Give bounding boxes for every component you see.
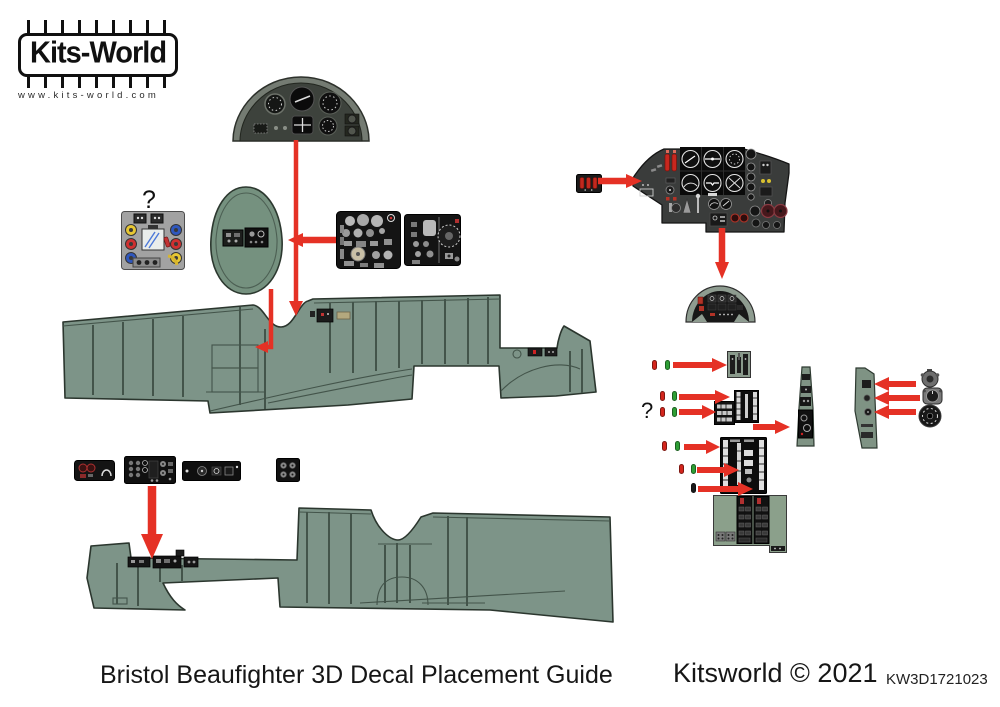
fuselage-stringers-lower	[116, 512, 468, 606]
arrow-instrument-top-to-console	[874, 377, 916, 391]
right-wing-details	[759, 160, 773, 207]
arrow-pills-to-throttle-top	[684, 440, 720, 454]
footer-brand: Kitsworld © 2021	[673, 658, 878, 688]
cockpit-decal-target	[310, 308, 351, 323]
oval-decal-panels	[222, 227, 269, 248]
decal-panel-row-b	[124, 456, 176, 484]
lower-row-gauges	[671, 193, 788, 229]
switch-rows	[738, 498, 768, 543]
fuselage-half-lower	[86, 507, 614, 623]
main-instrument-panel	[632, 147, 790, 233]
page-title: Bristol Beaufighter 3D Decal Placement G…	[100, 661, 613, 689]
red-bar-decal	[576, 174, 602, 193]
colored-knob-decal-panel	[121, 211, 185, 270]
oval-bulkhead	[210, 186, 283, 295]
arrow-sheet-to-oval	[288, 233, 336, 247]
throttle-levers-red	[664, 150, 677, 172]
decal-pill-red	[652, 360, 657, 370]
side-console-left	[796, 366, 815, 447]
question-mark-left: ?	[142, 186, 156, 214]
small-dome-panel	[685, 285, 756, 323]
arrow-pills-to-ladder-strip	[679, 405, 716, 419]
arrow-instrument-mid-to-console	[874, 391, 920, 405]
decal-sheet-panel-2	[404, 214, 461, 266]
left-wing-details	[639, 164, 663, 197]
right-column-gauges	[745, 148, 757, 201]
decal-pill-green	[672, 407, 677, 417]
decal-panel-row-d	[276, 458, 300, 482]
round-instrument-middle	[922, 387, 943, 405]
decal-pill-green	[675, 441, 680, 451]
decal-pill-green	[672, 391, 677, 401]
decal-pill-green	[665, 360, 670, 370]
logo-sprue-ticks-bottom	[27, 77, 175, 88]
nose-ledge-decals	[127, 549, 199, 569]
lever-decal-panel	[727, 351, 751, 378]
dome-gauges	[253, 86, 360, 137]
arrow-instrument-bottom-to-console	[874, 405, 916, 419]
decal-panel-row-a	[74, 460, 115, 481]
throttle-quadrant-panel	[720, 437, 767, 494]
switch-bank-panel	[713, 495, 787, 553]
decal-sheet-panel-1	[336, 211, 401, 269]
decal-pill-red	[662, 441, 667, 451]
quadrant-strip-decal-panel	[734, 390, 759, 423]
cockpit-frames	[206, 344, 265, 393]
round-instrument-top	[920, 369, 940, 388]
upper-dome-instrument-panel	[232, 76, 370, 142]
flight-instrument-six-pack	[681, 149, 744, 196]
arrow-pills-to-lever-panel	[673, 358, 727, 372]
logo-sprue-ticks-top	[27, 20, 175, 33]
arrow-main-panel-to-small-dome	[715, 228, 729, 279]
question-mark-right: ?	[641, 398, 654, 423]
cockpit-frames-lower	[376, 543, 485, 606]
kitsworld-logo: Kits-World www.kits-world.com	[18, 20, 179, 101]
ladder-strip-decal-panel	[714, 401, 735, 425]
decal-pill-black	[691, 483, 696, 493]
small-dome-gauges	[697, 294, 743, 316]
arrow-dome-to-cockpit	[289, 140, 303, 316]
side-console-right	[854, 367, 878, 449]
decal-pill-red	[660, 407, 665, 417]
logo-box: Kits-World	[18, 33, 179, 77]
decal-panel-row-c	[182, 461, 241, 481]
decal-pill-red	[679, 464, 684, 474]
logo-brand-text: Kits-World	[30, 36, 167, 70]
nose-decal-targets	[527, 347, 558, 357]
fuselage-half-upper	[62, 294, 597, 414]
round-instrument-bottom	[918, 403, 942, 428]
decal-pill-red	[660, 391, 665, 401]
product-code: KW3D1721023	[886, 671, 988, 688]
logo-url-text: www.kits-world.com	[18, 90, 159, 101]
decal-pill-green	[691, 464, 696, 474]
